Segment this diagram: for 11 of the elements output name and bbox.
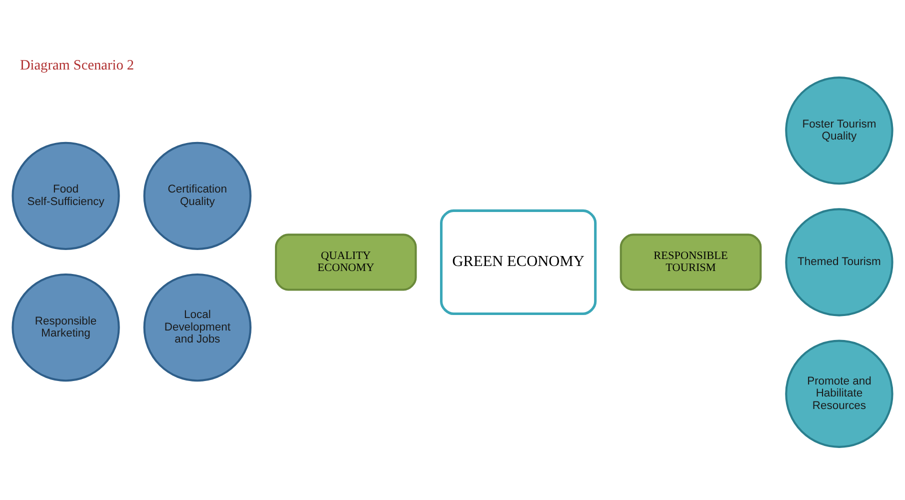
diagram-title: Diagram Scenario 2 (20, 57, 134, 74)
node-circle: Promote and Habilitate Resources (785, 339, 894, 448)
node-box: QUALITY ECONOMY (274, 233, 417, 290)
node-circle: Local Development and Jobs (143, 272, 252, 382)
node-box: RESPONSIBLE TOURISM (620, 233, 762, 290)
node-box: GREEN ECONOMY (440, 208, 597, 315)
node-circle: Responsible Marketing (12, 272, 120, 382)
node-circle: Foster Tourism Quality (785, 76, 894, 184)
node-circle: Certification Quality (143, 141, 252, 250)
node-circle: Food Self-Sufficiency (12, 141, 120, 250)
node-circle: Themed Tourism (785, 208, 894, 316)
